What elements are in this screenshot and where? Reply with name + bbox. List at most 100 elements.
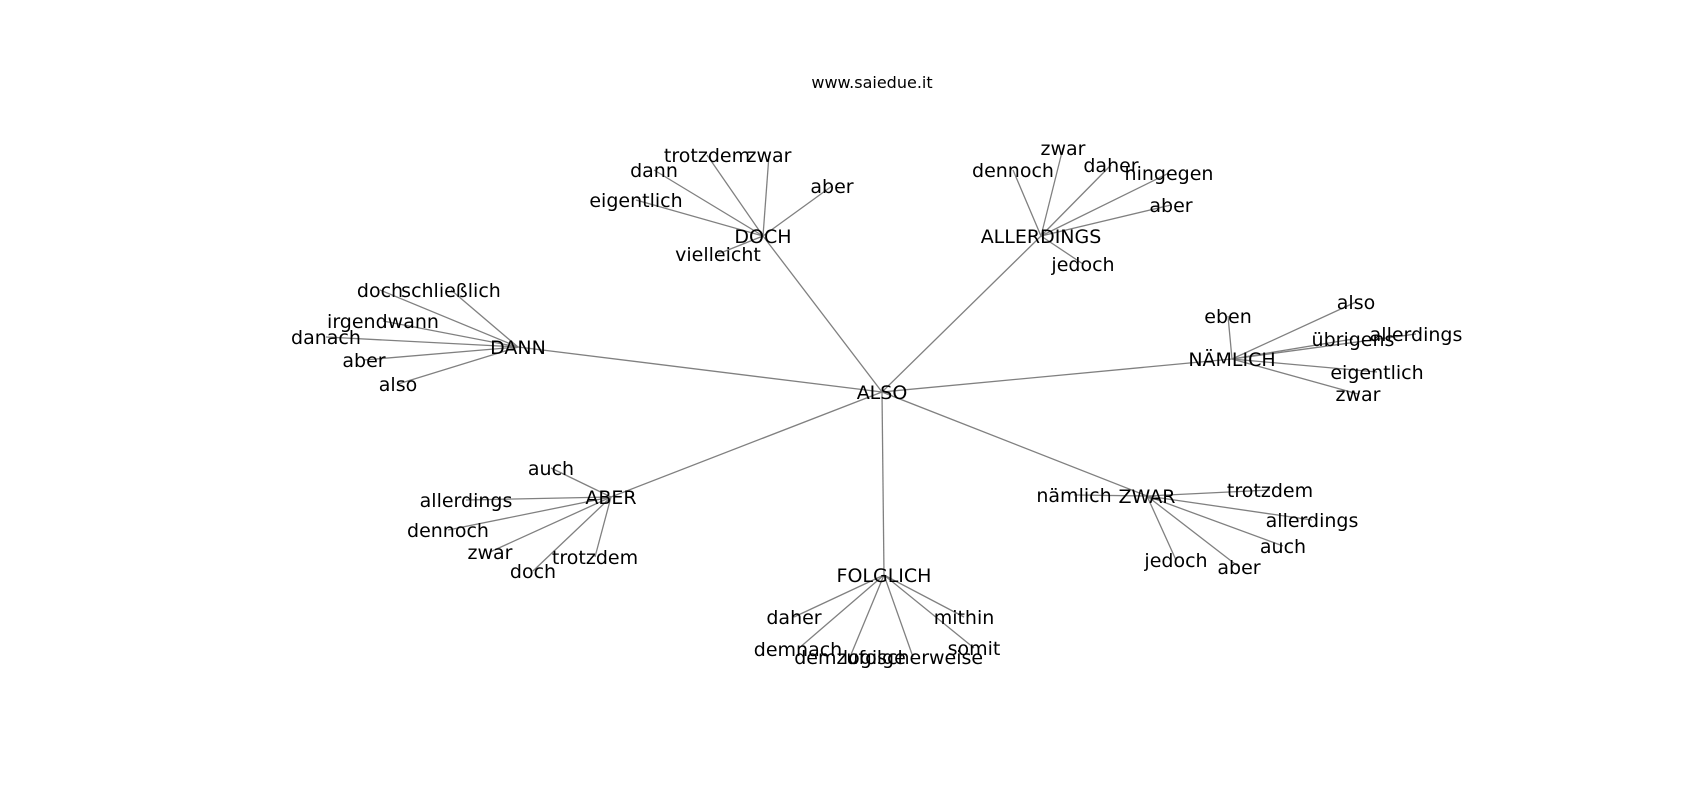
leaf-node-label: also (379, 374, 417, 396)
leaf-node-label: irgendwann (327, 311, 439, 333)
leaf-node-label: somit (948, 638, 1001, 660)
hub-node-label: DOCH (734, 226, 791, 248)
leaf-node-label: trotzdem (664, 145, 750, 167)
edge-nämlich-leaf (1227, 315, 1233, 360)
leaf-node-label: jedoch (1143, 550, 1207, 572)
edge-aber-leaf (465, 496, 612, 501)
edge-folglich-leaf (883, 574, 965, 618)
edge-zwar-leaf (1146, 495, 1284, 547)
edge-root-to-dann (517, 346, 883, 393)
leaf-node-label: übrigens (1312, 329, 1395, 351)
leaf-node-label: aber (342, 350, 385, 372)
leaf-node-label: zwar (1336, 384, 1381, 406)
edge-doch-leaf (635, 199, 764, 237)
leaf-node-label: zwar (747, 145, 792, 167)
leaf-node-label: daher (766, 607, 821, 629)
leaf-node-label: allerdings (420, 490, 513, 512)
leaf-node-label: doch (510, 561, 556, 583)
edge-dann-leaf (363, 346, 519, 361)
edge-root-to-zwar (881, 391, 1148, 497)
leaf-node-label: demnach (754, 639, 842, 661)
edge-dann-leaf (382, 320, 519, 348)
leaf-node-label: trotzdem (1227, 480, 1313, 502)
edge-allerdings-leaf (1040, 164, 1112, 237)
edge-aber-leaf (489, 496, 612, 553)
edge-nämlich-leaf (1231, 358, 1378, 373)
edge-folglich-leaf (883, 574, 975, 649)
leaf-node-label: aber (810, 176, 853, 198)
edge-root-to-folglich (881, 391, 885, 576)
edge-dann-leaf (325, 336, 519, 348)
leaf-node-label: logischerweise (843, 647, 983, 669)
edge-root-to-aber (610, 391, 883, 498)
edge-folglich-leaf (883, 574, 914, 658)
hub-node-label: DANN (490, 337, 546, 359)
leaf-node-label: daher (1083, 155, 1138, 177)
edge-doch-leaf (653, 169, 764, 237)
leaf-node-label: schließlich (401, 280, 501, 302)
edge-allerdings-leaf (1040, 147, 1064, 237)
leaf-node-label: allerdings (1370, 324, 1463, 346)
edge-dann-leaf (397, 346, 519, 385)
edge-root-to-nämlich (881, 358, 1233, 393)
edge-folglich-leaf (793, 574, 885, 618)
leaf-node-label: nämlich (1036, 485, 1111, 507)
edges (325, 147, 1417, 658)
leaf-node-label: allerdings (1266, 510, 1359, 532)
leaf-node-label: zwar (468, 542, 513, 564)
node-labels: ALSODOCHtrotzdemzwardanneigentlichabervi… (291, 138, 1462, 669)
leaf-node-label: eigentlich (589, 190, 682, 212)
edge-doch-leaf (706, 154, 764, 237)
edge-nämlich-leaf (1231, 301, 1357, 360)
leaf-node-label: aber (1149, 195, 1192, 217)
leaf-node-label: aber (1217, 557, 1260, 579)
leaf-node-label: danach (291, 327, 361, 349)
leaf-node-label: doch (357, 280, 403, 302)
edge-allerdings-leaf (1012, 169, 1042, 237)
edge-dann-leaf (379, 289, 519, 348)
leaf-node-label: dann (630, 160, 678, 182)
edge-aber-leaf (550, 467, 612, 498)
edge-doch-leaf (717, 235, 764, 255)
edge-folglich-leaf (797, 574, 885, 650)
edge-allerdings-leaf (1040, 235, 1084, 265)
leaf-node-label: eben (1204, 306, 1251, 328)
edge-folglich-leaf (849, 574, 885, 658)
leaf-node-label: eigentlich (1330, 362, 1423, 384)
root-node-label: ALSO (857, 382, 908, 404)
leaf-node-label: mithin (934, 607, 995, 629)
leaf-node-label: demzufolge (794, 647, 906, 669)
edge-zwar-leaf (1146, 495, 1313, 521)
leaf-node-label: dennoch (972, 160, 1054, 182)
edge-dann-leaf (450, 289, 519, 348)
edge-root-to-allerdings (881, 235, 1042, 393)
edge-doch-leaf (762, 154, 770, 237)
leaf-node-label: jedoch (1050, 254, 1114, 276)
hub-node-label: ZWAR (1119, 486, 1176, 508)
hub-node-label: ALLERDINGS (981, 226, 1102, 248)
leaf-node-label: zwar (1041, 138, 1086, 160)
edge-aber-leaf (594, 496, 612, 558)
edge-nämlich-leaf (1231, 333, 1417, 360)
edge-aber-leaf (447, 496, 612, 531)
leaf-node-label: also (1337, 292, 1375, 314)
edge-zwar-leaf (1146, 495, 1177, 561)
edge-zwar-leaf (1146, 495, 1240, 568)
hub-node-label: FOLGLICH (837, 565, 932, 587)
leaf-node-label: auch (1260, 536, 1306, 558)
edge-allerdings-leaf (1040, 204, 1172, 237)
edge-aber-leaf (532, 496, 612, 572)
hub-node-label: NÄMLICH (1188, 348, 1275, 371)
edge-doch-leaf (762, 185, 833, 237)
leaf-node-label: hingegen (1125, 163, 1214, 185)
leaf-node-label: dennoch (407, 520, 489, 542)
edge-zwar-leaf (1146, 489, 1271, 497)
edge-zwar-leaf (1073, 494, 1148, 497)
edge-nämlich-leaf (1231, 358, 1359, 395)
leaf-node-label: trotzdem (552, 547, 638, 569)
diagram-title: www.saiedue.it (811, 73, 932, 92)
edge-allerdings-leaf (1040, 172, 1170, 237)
hub-node-label: ABER (585, 487, 636, 509)
leaf-node-label: vielleicht (675, 244, 761, 266)
